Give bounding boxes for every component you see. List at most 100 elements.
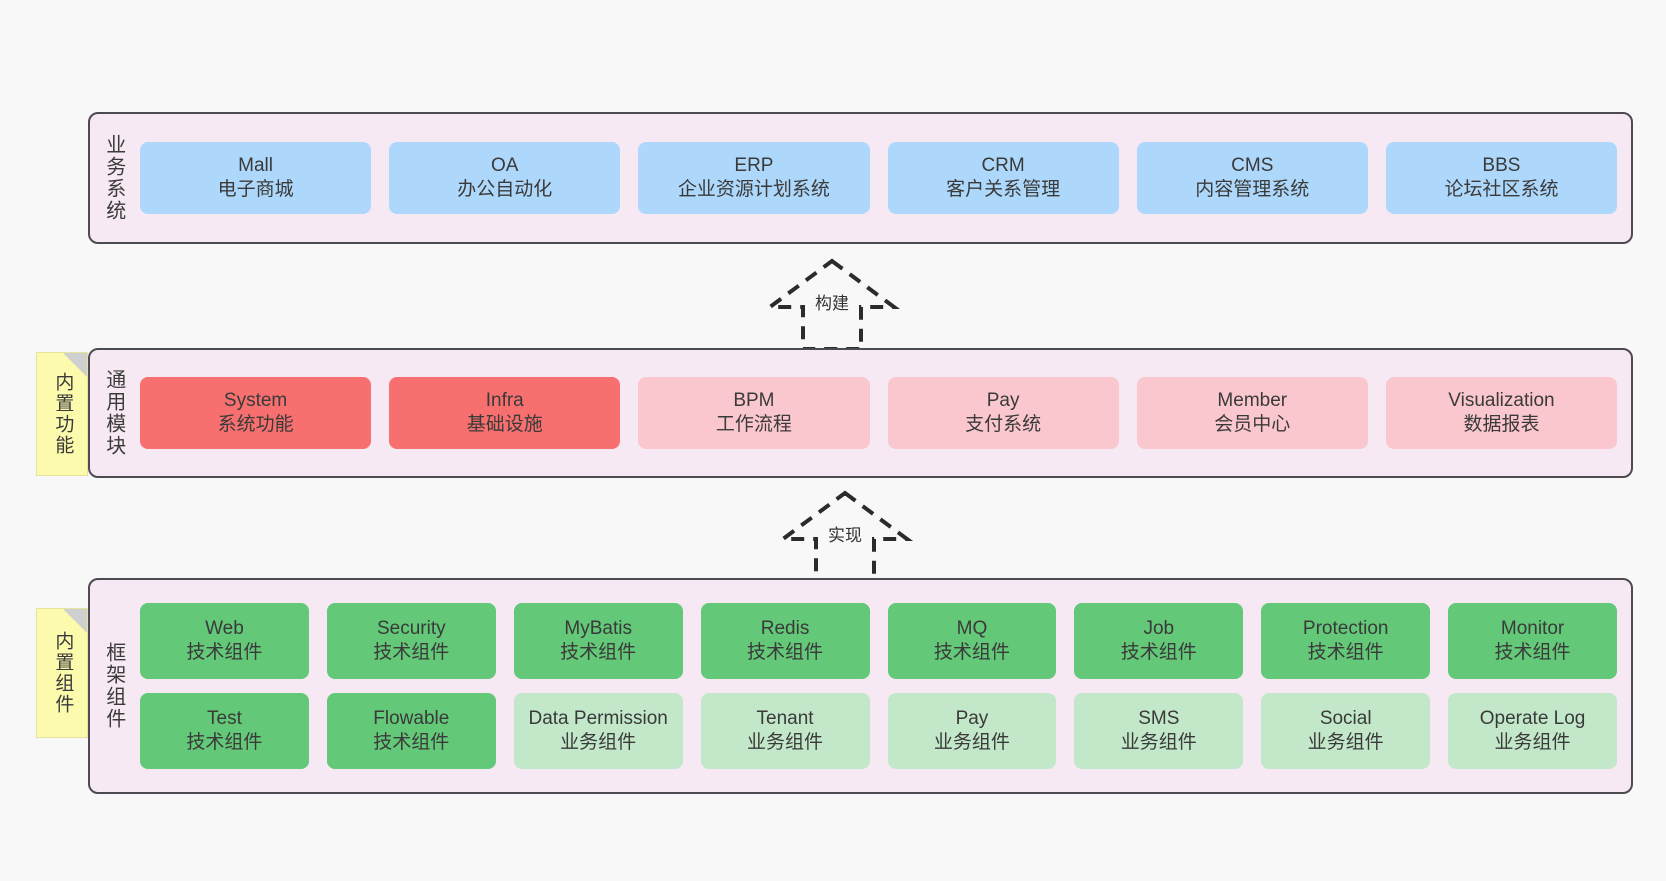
layer-common-module: 通用模块 System 系统功能 Infra 基础设施 BPM 工作流程 Pay… bbox=[88, 348, 1633, 478]
card-title-cn: 技术组件 bbox=[747, 642, 824, 663]
card-visualization[interactable]: Visualization 数据报表 bbox=[1385, 377, 1618, 449]
card-title-en: OA bbox=[491, 154, 519, 176]
card-data-permission[interactable]: Data Permission 业务组件 bbox=[513, 693, 683, 769]
layer-title-common-module: 通用模块 bbox=[102, 369, 125, 457]
card-title-cn: 技术组件 bbox=[186, 642, 263, 663]
arrow-build: 构建 bbox=[757, 255, 907, 350]
card-title-en: Redis bbox=[760, 617, 810, 639]
card-title-cn: 技术组件 bbox=[1120, 642, 1197, 663]
card-title-en: Security bbox=[376, 617, 446, 639]
layer-title-framework-component: 框架组件 bbox=[102, 642, 125, 730]
card-title-en: SMS bbox=[1138, 707, 1180, 729]
card-title-cn: 数据报表 bbox=[1463, 414, 1540, 435]
sticky-note-label: 内置组件 bbox=[52, 631, 74, 715]
card-title-en: Member bbox=[1217, 389, 1288, 411]
card-pay[interactable]: Pay 支付系统 bbox=[887, 377, 1119, 449]
card-sms[interactable]: SMS 业务组件 bbox=[1074, 693, 1244, 769]
card-title-en: Test bbox=[207, 707, 242, 729]
card-crm[interactable]: CRM 客户关系管理 bbox=[887, 142, 1119, 214]
card-member[interactable]: Member 会员中心 bbox=[1136, 377, 1368, 449]
card-row: Mall 电子商城 OA 办公自动化 ERP 企业资源计划系统 CRM 客户关系… bbox=[140, 142, 1618, 214]
card-title-en: Social bbox=[1319, 707, 1372, 729]
card-title-cn: 基础设施 bbox=[466, 414, 543, 435]
card-mq[interactable]: MQ 技术组件 bbox=[887, 603, 1057, 679]
card-job[interactable]: Job 技术组件 bbox=[1074, 603, 1244, 679]
card-title-cn: 技术组件 bbox=[373, 732, 450, 753]
card-infra[interactable]: Infra 基础设施 bbox=[389, 377, 621, 449]
sticky-note-builtin-component: 内置组件 bbox=[36, 608, 88, 738]
card-redis[interactable]: Redis 技术组件 bbox=[700, 603, 870, 679]
card-erp[interactable]: ERP 企业资源计划系统 bbox=[638, 142, 870, 214]
sticky-note-builtin-function: 内置功能 bbox=[36, 352, 88, 476]
card-web[interactable]: Web 技术组件 bbox=[140, 603, 309, 679]
card-title-en: Visualization bbox=[1448, 389, 1555, 411]
card-bbs[interactable]: BBS 论坛社区系统 bbox=[1385, 142, 1618, 214]
card-title-en: Tenant bbox=[756, 707, 814, 729]
card-title-en: Infra bbox=[485, 389, 524, 411]
card-protection[interactable]: Protection 技术组件 bbox=[1261, 603, 1431, 679]
card-title-cn: 技术组件 bbox=[560, 642, 637, 663]
card-title-cn: 业务组件 bbox=[1307, 732, 1384, 753]
card-cms[interactable]: CMS 内容管理系统 bbox=[1136, 142, 1368, 214]
card-title-cn: 论坛社区系统 bbox=[1444, 179, 1559, 200]
card-title-cn: 业务组件 bbox=[1494, 732, 1571, 753]
card-social[interactable]: Social 业务组件 bbox=[1261, 693, 1431, 769]
arrow-realize: 实现 bbox=[770, 487, 920, 582]
card-title-en: BBS bbox=[1482, 154, 1521, 176]
layer-framework-component: 框架组件 Web 技术组件 Security 技术组件 MyBatis 技术组件… bbox=[88, 578, 1633, 794]
card-bpm[interactable]: BPM 工作流程 bbox=[638, 377, 870, 449]
card-system[interactable]: System 系统功能 bbox=[140, 377, 372, 449]
card-title-cn: 业务组件 bbox=[747, 732, 824, 753]
card-title-en: Mall bbox=[238, 154, 273, 176]
card-test[interactable]: Test 技术组件 bbox=[140, 693, 309, 769]
card-title-cn: 企业资源计划系统 bbox=[677, 179, 830, 200]
card-title-cn: 技术组件 bbox=[1494, 642, 1571, 663]
card-title-en: Pay bbox=[955, 707, 989, 729]
page-fold-icon bbox=[63, 609, 87, 633]
layer-title-business-system: 业务系统 bbox=[102, 134, 125, 222]
card-title-en: BPM bbox=[733, 389, 775, 411]
card-group-framework-component: Web 技术组件 Security 技术组件 MyBatis 技术组件 Redi… bbox=[136, 580, 1631, 792]
card-mybatis[interactable]: MyBatis 技术组件 bbox=[513, 603, 683, 679]
card-title-en: Monitor bbox=[1500, 617, 1565, 639]
card-title-en: ERP bbox=[734, 154, 774, 176]
card-title-cn: 系统功能 bbox=[217, 414, 294, 435]
card-flowable[interactable]: Flowable 技术组件 bbox=[326, 693, 496, 769]
card-operate-log[interactable]: Operate Log 业务组件 bbox=[1448, 693, 1617, 769]
card-title-cn: 业务组件 bbox=[933, 732, 1010, 753]
card-mall[interactable]: Mall 电子商城 bbox=[140, 142, 372, 214]
card-title-en: Protection bbox=[1302, 617, 1389, 639]
card-monitor[interactable]: Monitor 技术组件 bbox=[1448, 603, 1617, 679]
card-title-cn: 办公自动化 bbox=[457, 179, 553, 200]
card-title-cn: 业务组件 bbox=[1120, 732, 1197, 753]
page-fold-icon bbox=[63, 353, 87, 377]
card-group-business-system: Mall 电子商城 OA 办公自动化 ERP 企业资源计划系统 CRM 客户关系… bbox=[136, 114, 1631, 242]
card-row: Web 技术组件 Security 技术组件 MyBatis 技术组件 Redi… bbox=[140, 603, 1617, 679]
card-title-cn: 内容管理系统 bbox=[1195, 179, 1310, 200]
arrow-label-realize: 实现 bbox=[825, 521, 865, 546]
card-oa[interactable]: OA 办公自动化 bbox=[389, 142, 621, 214]
card-tenant[interactable]: Tenant 业务组件 bbox=[700, 693, 870, 769]
card-row: System 系统功能 Infra 基础设施 BPM 工作流程 Pay 支付系统… bbox=[140, 377, 1618, 449]
card-title-cn: 技术组件 bbox=[373, 642, 450, 663]
card-title-cn: 工作流程 bbox=[715, 414, 792, 435]
layer-business-system: 业务系统 Mall 电子商城 OA 办公自动化 ERP 企业资源计划系统 CRM… bbox=[88, 112, 1633, 244]
card-title-cn: 会员中心 bbox=[1214, 414, 1291, 435]
card-title-en: Data Permission bbox=[528, 707, 668, 729]
card-title-cn: 业务组件 bbox=[560, 732, 637, 753]
arrow-label-build: 构建 bbox=[812, 289, 852, 314]
card-title-en: MyBatis bbox=[564, 617, 632, 639]
card-group-common-module: System 系统功能 Infra 基础设施 BPM 工作流程 Pay 支付系统… bbox=[136, 350, 1631, 476]
card-title-cn: 技术组件 bbox=[186, 732, 263, 753]
card-title-en: Flowable bbox=[373, 707, 450, 729]
card-title-en: Web bbox=[205, 617, 244, 639]
sticky-note-label: 内置功能 bbox=[52, 372, 74, 456]
card-pay-business[interactable]: Pay 业务组件 bbox=[887, 693, 1057, 769]
card-row: Test 技术组件 Flowable 技术组件 Data Permission … bbox=[140, 693, 1617, 769]
card-security[interactable]: Security 技术组件 bbox=[326, 603, 496, 679]
card-title-en: CRM bbox=[981, 154, 1025, 176]
card-title-en: System bbox=[223, 389, 288, 411]
card-title-en: Operate Log bbox=[1479, 707, 1586, 729]
card-title-cn: 技术组件 bbox=[933, 642, 1010, 663]
